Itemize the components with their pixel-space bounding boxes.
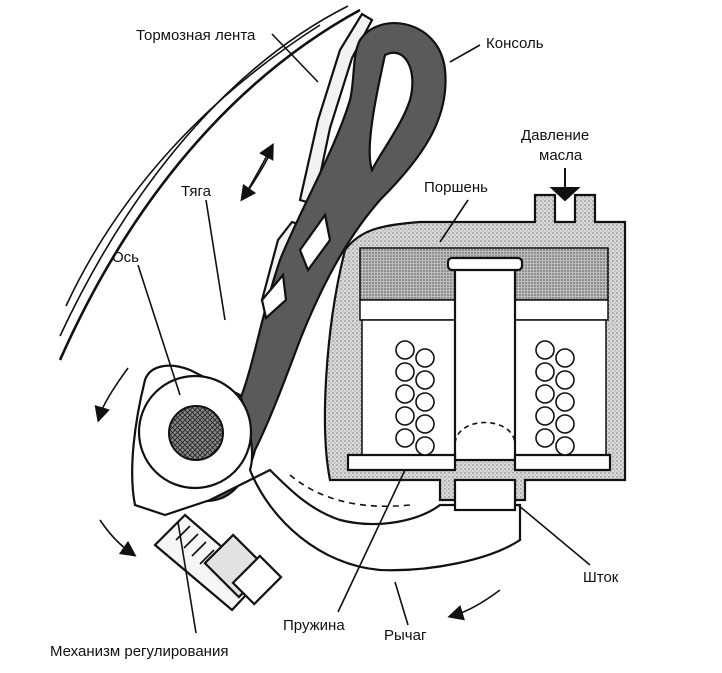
adjust-mechanism [153,513,283,612]
spring-left [395,340,435,456]
label-rod: Тяга [181,183,212,200]
label-stem: Шток [583,569,619,586]
label-spring: Пружина [283,617,345,634]
brake-drum [58,5,361,361]
label-oil-pressure-2: масла [539,147,583,164]
motion-arrows [94,142,501,621]
label-adjust-mechanism: Механизм регулирования [50,643,228,660]
label-piston: Поршень [424,179,488,196]
label-lever: Рычаг [384,627,427,644]
label-oil-pressure-1: Давление [521,127,589,144]
axis-pivot [137,374,253,490]
servo-housing [323,168,627,512]
label-axis: Ось [112,249,139,266]
spring-right [535,340,575,456]
label-console: Консоль [486,35,544,52]
label-brake-band: Тормозная лента [136,27,256,44]
leader-lines [137,33,591,634]
console-frame [163,22,447,503]
